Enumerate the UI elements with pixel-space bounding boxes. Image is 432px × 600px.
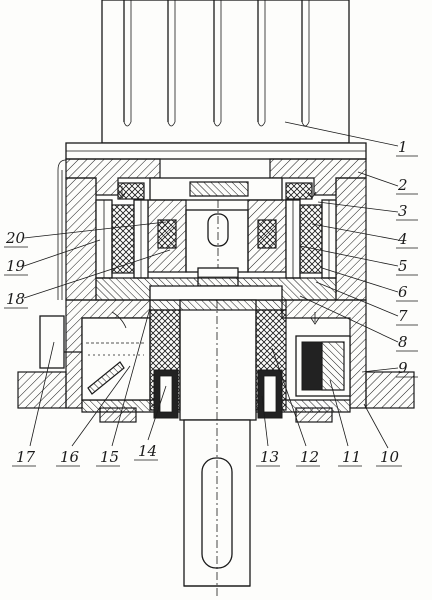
planet-gear-right (285, 199, 337, 279)
part-labels: 1 2 3 4 5 6 7 8 9 10 11 12 13 14 15 16 1… (5, 138, 408, 466)
planet-gear-left (95, 199, 149, 279)
label-3: 3 (398, 202, 408, 220)
motor-housing (101, 0, 350, 144)
seal-plate (149, 299, 287, 311)
label-14: 14 (138, 442, 157, 460)
label-underlines (4, 155, 418, 467)
oil-gauge (39, 315, 65, 369)
bearing-right (285, 182, 313, 200)
label-2: 2 (397, 176, 408, 194)
label-12: 12 (300, 448, 319, 466)
label-18: 18 (6, 290, 25, 308)
lube-pipe (57, 170, 63, 300)
bearing-left (117, 182, 145, 200)
gear-carrier (147, 177, 287, 300)
label-11: 11 (342, 448, 361, 466)
oil-reservoir (81, 311, 151, 401)
label-7: 7 (398, 307, 408, 325)
label-9: 9 (398, 359, 408, 377)
label-10: 10 (380, 448, 400, 466)
label-1: 1 (398, 138, 408, 156)
output-shaft (179, 299, 257, 596)
thrust-bearing (295, 335, 351, 397)
label-15: 15 (100, 448, 119, 466)
label-17: 17 (16, 448, 36, 466)
leader-lines (23, 121, 399, 449)
flow-arrows (117, 186, 320, 325)
label-20: 20 (5, 229, 26, 247)
label-13: 13 (260, 448, 279, 466)
label-19: 19 (6, 257, 26, 275)
label-6: 6 (398, 283, 408, 301)
label-8: 8 (398, 333, 408, 351)
label-16: 16 (60, 448, 80, 466)
label-5: 5 (398, 257, 408, 275)
label-4: 4 (397, 230, 408, 248)
